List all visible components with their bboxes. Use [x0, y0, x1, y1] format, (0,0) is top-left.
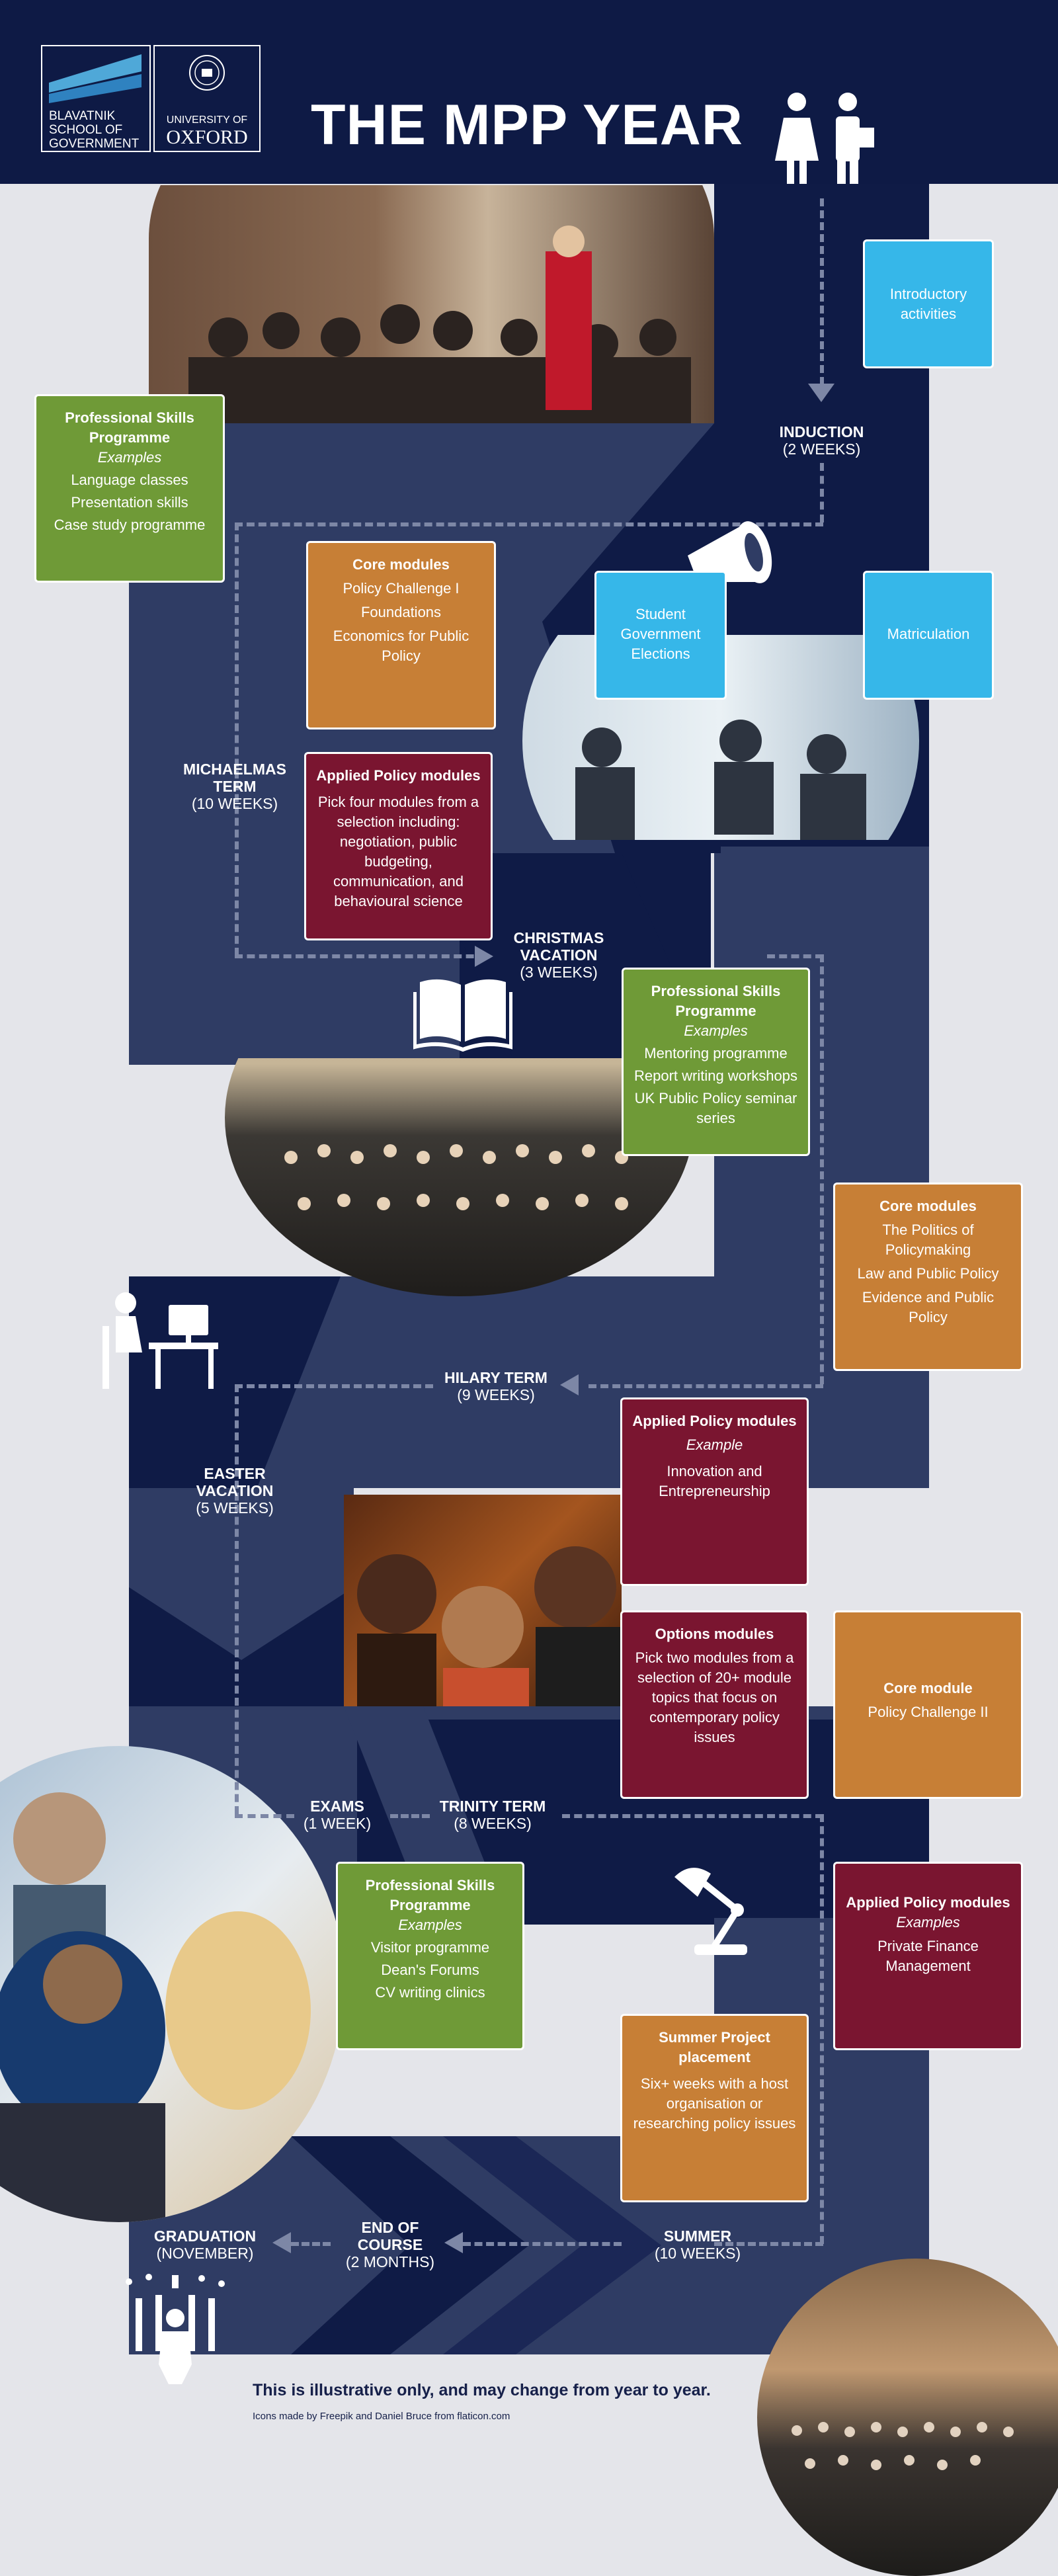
people-icon: [775, 93, 874, 194]
box-core-modules-1: Core modules Policy Challenge I Foundati…: [306, 541, 496, 729]
arrow-left: [560, 1374, 579, 1395]
path-christmas: [235, 954, 486, 958]
arrow-down: [808, 384, 834, 402]
photo-meeting: [522, 635, 919, 840]
box-summer-project: Summer Project placement Six+ weeks with…: [620, 2014, 809, 2202]
stage-michaelmas: MICHAELMAS TERM(10 WEEKS): [183, 761, 286, 812]
box-introductory-activities: Introductory activities: [863, 239, 994, 368]
path-michaelmas: [235, 522, 239, 956]
path-exams-2: [390, 1814, 430, 1818]
path-hilary-left: [235, 1384, 433, 1388]
path-bottom-left: [291, 2242, 331, 2246]
path-row1-top: [235, 522, 823, 526]
path-bottom-right: [714, 2242, 823, 2246]
blavatnik-logo: BLAVATNIK SCHOOL OF GOVERNMENT: [41, 45, 151, 152]
path-induction-2: [820, 463, 824, 522]
box-psp-3: Professional Skills Programme Examples V…: [336, 1862, 524, 2050]
oxford-logo: UNIVERSITY OF OXFORD: [153, 45, 261, 152]
footer-credit: Icons made by Freepik and Daniel Bruce f…: [253, 2411, 510, 2422]
box-psp-2: Professional Skills Programme Examples M…: [622, 968, 810, 1156]
photo-speaker: [0, 1746, 344, 2222]
box-psp-1: Professional Skills Programme Examples L…: [34, 394, 225, 583]
desk-icon: [102, 1292, 218, 1389]
photo-induction-audience: [149, 185, 714, 423]
stage-easter: EASTER VACATION(5 WEEKS): [196, 1465, 274, 1517]
photo-group: [225, 1058, 694, 1296]
stage-exams: EXAMS(1 WEEK): [303, 1798, 372, 1832]
stage-graduation: GRADUATION(NOVEMBER): [153, 2227, 257, 2262]
photo-students: [344, 1495, 622, 1706]
arrow-left-2: [444, 2232, 463, 2253]
arrow-left-3: [272, 2232, 291, 2253]
stage-summer: SUMMER(10 WEEKS): [654, 2227, 741, 2262]
box-student-elections: Student Government Elections: [594, 571, 727, 700]
box-options-modules: Options modules Pick two modules from a …: [620, 1610, 809, 1799]
box-applied-policy-2: Applied Policy modules Example Innovatio…: [620, 1397, 809, 1586]
footer-note: This is illustrative only, and may chang…: [253, 2381, 711, 2399]
lamp-icon: [674, 1868, 747, 1955]
stage-induction: INDUCTION(2 WEEKS): [779, 423, 864, 458]
box-applied-policy-3: Applied Policy modules Examples Private …: [833, 1862, 1023, 2050]
path-easter: [235, 1384, 239, 1814]
path-bottom-mid: [463, 2242, 622, 2246]
header: BLAVATNIK SCHOOL OF GOVERNMENT UNIVERSIT…: [0, 0, 1058, 194]
box-core-modules-2: Core modules The Politics of Policymakin…: [833, 1183, 1023, 1371]
path-christmas-2: [767, 954, 823, 958]
megaphone-icon: [688, 521, 772, 611]
box-matriculation: Matriculation: [863, 571, 994, 700]
path-exams: [235, 1814, 294, 1818]
path-trinity: [562, 1814, 823, 1818]
celebration-icon: [126, 2274, 225, 2384]
stage-christmas: CHRISTMAS VACATION(3 WEEKS): [513, 929, 604, 981]
box-applied-policy-1: Applied Policy modules Pick four modules…: [304, 752, 493, 940]
page-title: THE MPP YEAR: [311, 93, 743, 157]
arrow-right: [475, 946, 493, 967]
path-hilary-right: [589, 1384, 823, 1388]
path-summer: [820, 1814, 824, 2244]
stage-end-of-course: END OF COURSE(2 MONTHS): [345, 2219, 435, 2270]
book-icon: [413, 979, 512, 1052]
photo-graduation-hall: [757, 2259, 1058, 2576]
box-core-module-3: Core module Policy Challenge II: [833, 1610, 1023, 1799]
stage-hilary: HILARY TERM(9 WEEKS): [444, 1369, 548, 1403]
band-chevron-4: [129, 1488, 354, 1660]
stage-trinity: TRINITY TERM(8 WEEKS): [439, 1798, 546, 1832]
path-right-col: [820, 954, 824, 1384]
path-induction: [820, 198, 824, 397]
